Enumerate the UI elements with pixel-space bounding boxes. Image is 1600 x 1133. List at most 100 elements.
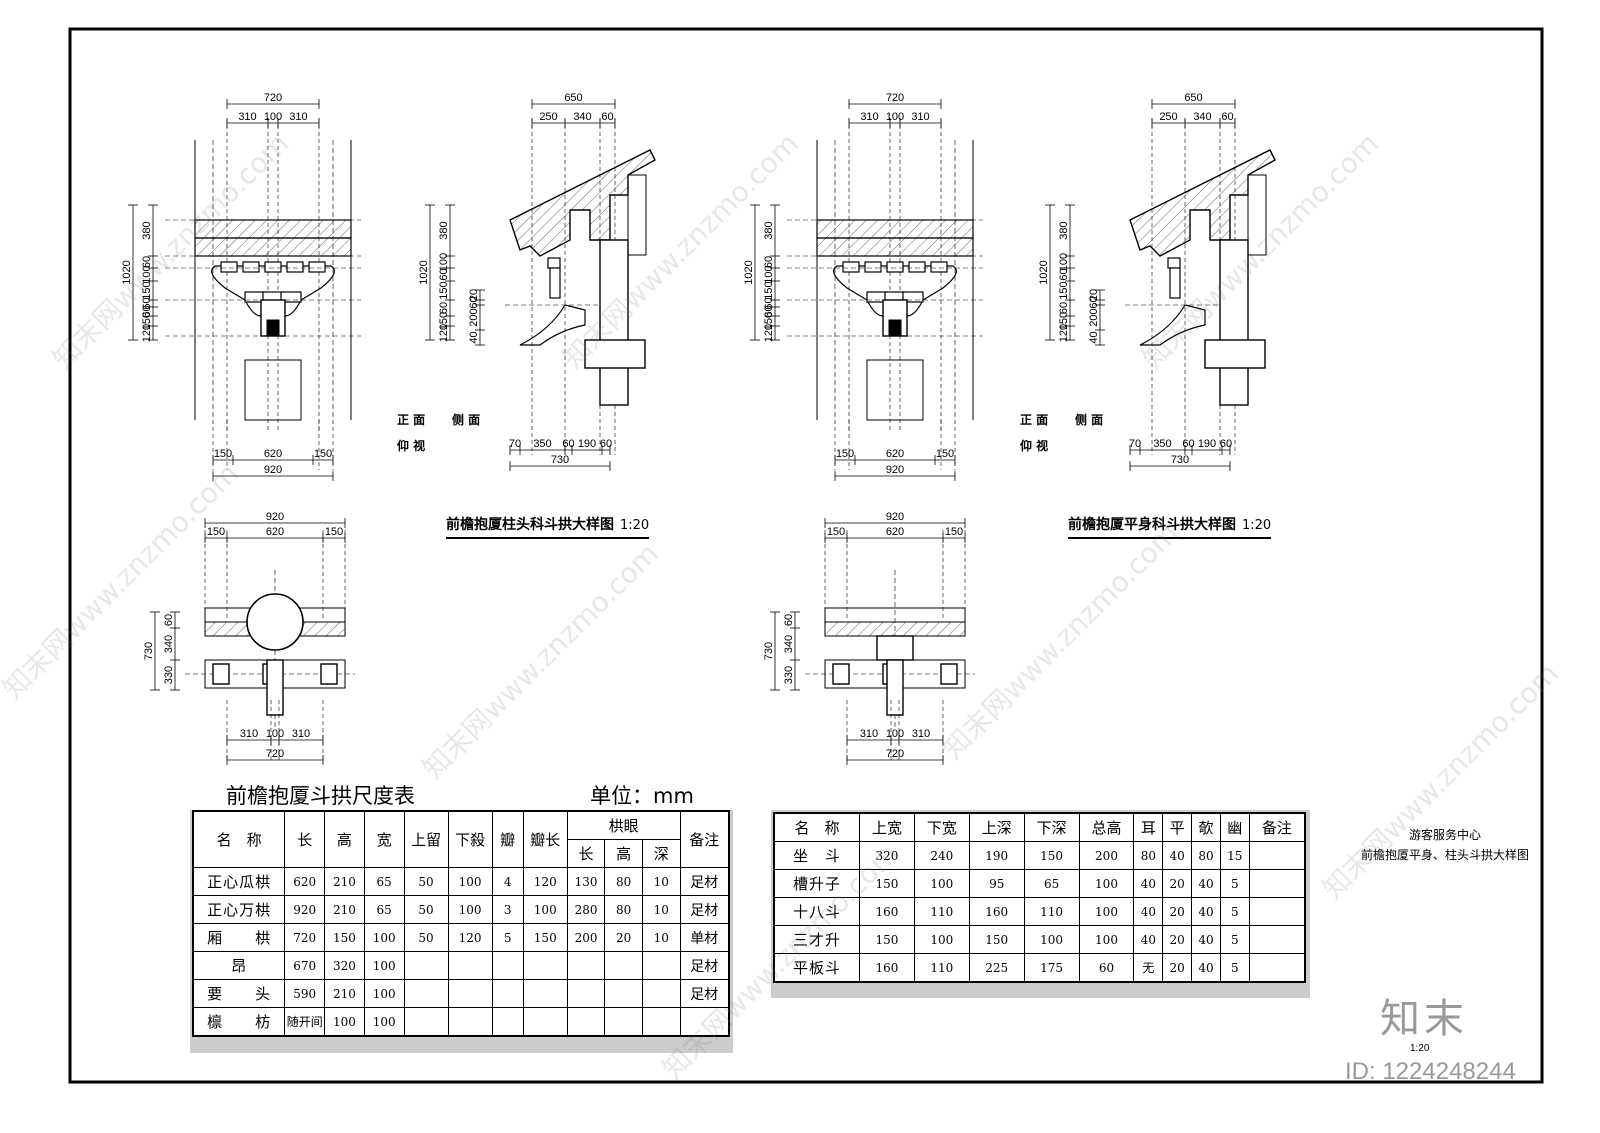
table-cell: 65 xyxy=(1023,869,1080,898)
rect xyxy=(842,261,860,273)
dim-label: 190 xyxy=(578,438,596,450)
dim-label: 70 xyxy=(1129,438,1141,450)
dim-label: 730 xyxy=(551,454,569,466)
dim-label: 100 xyxy=(886,728,904,740)
table-cell: 120 xyxy=(522,867,568,896)
dim-label: 340 xyxy=(1193,111,1211,123)
brand-logo: 知末 xyxy=(1380,996,1468,1042)
legend-front-2: 正 面 xyxy=(1020,413,1049,427)
rect xyxy=(886,261,904,273)
table-cell: 40 xyxy=(1133,925,1164,954)
legend-front-1: 正 面 xyxy=(397,413,426,427)
dim-label: 1020 xyxy=(121,260,133,284)
table2-th: 上深 xyxy=(968,812,1025,842)
table-cell: 15 xyxy=(1219,841,1250,870)
rect xyxy=(816,219,974,239)
table-cell: 210 xyxy=(324,867,365,896)
dim-label: 100 xyxy=(266,728,284,740)
table-cell: 足材 xyxy=(679,867,730,896)
sheet-scale: 1:20 xyxy=(1410,1043,1430,1054)
dim-label: 60 xyxy=(468,296,480,308)
table-cell: 单材 xyxy=(679,923,730,952)
table-cell: 5 xyxy=(491,923,524,952)
dim-label: 40 xyxy=(468,331,480,343)
table-cell: 100 xyxy=(913,925,970,954)
table-cell xyxy=(1248,869,1306,898)
dim-label: 60 xyxy=(600,438,612,450)
dim-label: 340 xyxy=(573,111,591,123)
dim-label: 150 xyxy=(207,526,225,538)
row-name: 十八斗 xyxy=(773,897,860,926)
table-cell: 50 xyxy=(403,923,449,952)
table-cell: 225 xyxy=(968,953,1025,983)
dim-label: 340 xyxy=(783,635,795,653)
legend-bottom-1: 仰 视 xyxy=(397,439,426,453)
ang-arm xyxy=(519,304,586,346)
table-cell: 160 xyxy=(859,897,915,926)
dim-label: 730 xyxy=(1171,454,1189,466)
table-cell: 20 xyxy=(1162,953,1193,983)
table-cell: 920 xyxy=(284,895,326,924)
table-cell: 100 xyxy=(1078,925,1135,954)
rect xyxy=(832,663,850,685)
dim-label: 150 xyxy=(214,448,232,460)
table-cell: 120 xyxy=(447,923,493,952)
table-cell: 670 xyxy=(284,951,326,980)
table-cell: 100 xyxy=(363,951,405,980)
dim-label: 60 xyxy=(1058,268,1070,280)
th-lower: 下殺 xyxy=(447,810,493,868)
column-section xyxy=(246,593,304,651)
caption-text: 前檐抱厦平身科斗拱大样图 xyxy=(1068,517,1236,533)
table-cell: 足材 xyxy=(679,979,730,1008)
table-cell: 4 xyxy=(491,867,524,896)
table1-title: 前檐抱厦斗拱尺度表 xyxy=(226,784,415,808)
table-cell: 10 xyxy=(641,895,681,924)
dim-label: 70 xyxy=(509,438,521,450)
rect xyxy=(320,663,338,685)
table-cell xyxy=(641,951,681,980)
dim-label: 720 xyxy=(264,92,282,104)
table-cell: 100 xyxy=(1078,897,1135,926)
sheet-border xyxy=(68,27,1544,1084)
brand-id: ID: 1224248244 xyxy=(1345,1058,1516,1085)
dim-label: 310 xyxy=(240,728,258,740)
rect xyxy=(866,359,924,421)
table-cell: 50 xyxy=(403,895,449,924)
dim-label: 380 xyxy=(141,221,153,239)
dim-label: 60 xyxy=(763,305,775,317)
table-cell: 50 xyxy=(403,867,449,896)
rect xyxy=(940,663,958,685)
table-cell: 40 xyxy=(1191,953,1221,983)
table1-unit: 单位：mm xyxy=(590,784,694,808)
table-cell: 20 xyxy=(1162,897,1193,926)
table-cell: 20 xyxy=(604,923,643,952)
table-cell xyxy=(447,951,493,980)
table-cell: 无 xyxy=(1133,953,1164,983)
dim-label: 650 xyxy=(564,92,582,104)
dim-label: 620 xyxy=(886,448,904,460)
rect xyxy=(816,237,974,257)
table-cell: 150 xyxy=(968,925,1025,954)
table-cell xyxy=(1248,953,1306,983)
table-cell: 足材 xyxy=(679,951,730,980)
th-remark: 备注 xyxy=(679,810,730,868)
table-cell: 150 xyxy=(1023,841,1080,870)
table-cell: 65 xyxy=(363,867,405,896)
table-cell: 40 xyxy=(1162,841,1193,870)
rect xyxy=(1167,257,1181,269)
th-sub-depth: 深 xyxy=(641,839,681,868)
row-name: 厢 栱 xyxy=(192,923,286,952)
table-cell: 100 xyxy=(363,923,405,952)
table2-th: 耳 xyxy=(1133,812,1164,842)
dim-label: 200 xyxy=(1088,308,1100,326)
dim-label: 100 xyxy=(438,253,450,271)
dim-label: 150 xyxy=(827,526,845,538)
table-cell: 320 xyxy=(324,951,365,980)
th-gongyan: 栱眼 xyxy=(566,810,681,840)
